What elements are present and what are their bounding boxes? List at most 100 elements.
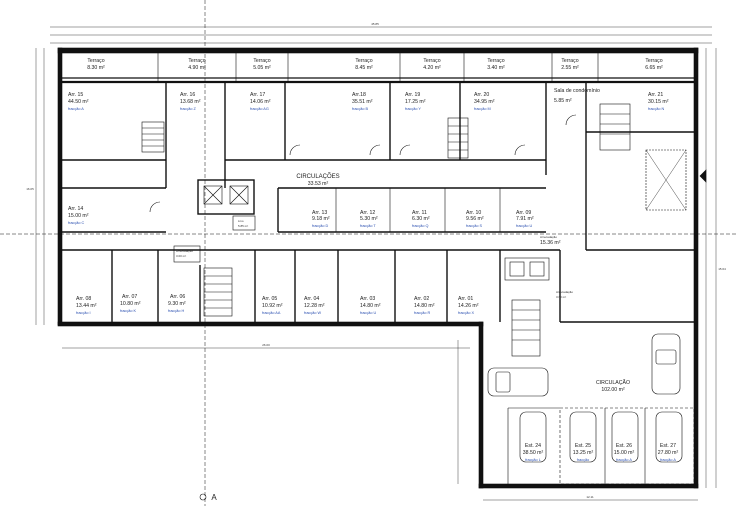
room-fraction: fracção Z [180,107,197,111]
parking-name: Est. 24 [525,443,541,449]
room-area: 30.15 m² [648,99,669,105]
small-space-label: Arrecadação [556,290,573,294]
room-name: Arr. 14 [68,206,83,212]
dimension-label: 45.85 [371,22,379,26]
room-fraction: fracção D [312,224,329,228]
room-area: 9.30 m² [168,301,186,307]
section-marker: A [211,493,217,502]
room-fraction: fracção AA [262,311,281,315]
room-area: 14.80 m² [414,303,435,309]
room-area: 44.50 m² [68,99,89,105]
terrace-area: 2.55 m² [561,65,579,71]
terrace-area: 5.05 m² [253,65,271,71]
small-space-area: 3.00 m² [176,254,186,258]
parking-area: 15.00 m² [614,450,635,456]
room-area: 5.85 m² [554,98,572,104]
parking-fraction: fracção L [525,458,541,462]
room-area: 13.44 m² [76,303,97,309]
room-fraction: fracção Y [405,107,421,111]
dimension-label: 26.00 [262,343,270,347]
terrace-area: 3.40 m² [487,65,505,71]
parking-fraction: fracção [577,458,589,462]
terrace-label: Terraço [561,58,578,64]
dimension-label: 15.64 [718,267,726,271]
room-fraction: fracção K [120,309,137,313]
room-name: Arr. 09 [516,210,531,216]
parking-area: 13.25 m² [573,450,594,456]
room-area: 12.28 m² [304,303,325,309]
room-name: Arr. 10 [466,210,481,216]
room-name: Arr. 02 [414,296,429,302]
room-fraction: fracção A [68,107,84,111]
room-name: Arr. 03 [360,296,375,302]
room-name: Arr. 20 [474,92,489,98]
room-fraction: fracção I [76,311,91,315]
room-area: 34.95 m² [474,99,495,105]
room-name: Arr. 12 [360,210,375,216]
parking-area: 38.50 m² [523,450,544,456]
terrace-area: 4.90 m² [188,65,206,71]
room-name: Arr. 15 [68,92,83,98]
terrace-label: Terraço [423,58,440,64]
room-name: Arr. 01 [458,296,473,302]
room-name: Arr. 07 [122,294,137,300]
parking-name: Est. 26 [616,443,632,449]
garage-area: 102.00 m² [601,387,625,393]
room-fraction: fracção H [168,309,185,313]
terrace-label: Terraço [355,58,372,64]
circulations-label: CIRCULAÇÕES [296,173,339,180]
terrace-label: Terraço [87,58,104,64]
garage-label: CIRCULAÇÃO [596,379,630,386]
room-fraction: fracção C [68,221,85,225]
room-fraction: fracção W [304,311,322,315]
room-area: 14.26 m² [458,303,479,309]
room-area: 13.68 m² [180,99,201,105]
room-name: Sala de condomínio [554,88,600,94]
room-name: Arr. 11 [412,210,427,216]
room-area: 17.25 m² [405,99,426,105]
terrace-area: 8.30 m² [87,65,105,71]
room-area: 5.30 m² [360,216,378,222]
room-name: Arr. 13 [312,210,327,216]
room-area: 6.30 m² [412,216,430,222]
room-name: Arr. 08 [76,296,91,302]
terrace-label: Terraço [645,58,662,64]
room-name: Arr. 04 [304,296,319,302]
room-fraction: fracção U [360,311,377,315]
room-area: 7.91 m² [516,216,534,222]
room-fraction: fracção B [352,107,369,111]
circulations-area: 33.53 m² [308,181,329,187]
room-fraction: fracção U [516,224,533,228]
small-space-area: 15.36 m² [540,240,561,246]
room-name: Arr. 21 [648,92,663,98]
small-space-label: Arrecadação [540,235,557,239]
room-name: Arr. 16 [180,92,195,98]
room-area: 14.06 m² [250,99,271,105]
room-fraction: fracção N [648,107,665,111]
parking-fraction: fracção A [616,458,632,462]
room-area: 10.80 m² [120,301,141,307]
room-name: Arr. 17 [250,92,265,98]
room-fraction: fracção T [360,224,376,228]
terrace-area: 6.65 m² [645,65,663,71]
room-area: 9.56 m² [466,216,484,222]
room-area: 14.80 m² [360,303,381,309]
small-space-label: Lixo [238,219,244,223]
small-space-area: 5.85 m² [238,224,248,228]
room-area: 10.92 m² [262,303,283,309]
small-space-label: Arrecadação [176,249,193,253]
room-name: Arr.18 [352,92,366,98]
terrace-label: Terraço [487,58,504,64]
terrace-area: 8.45 m² [355,65,373,71]
parking-area: 27.80 m² [658,450,679,456]
room-fraction: fracção R [414,311,431,315]
room-name: Arr. 05 [262,296,277,302]
room-name: Arr. 06 [170,294,185,300]
terrace-label: Terraço [188,58,205,64]
room-area: 9.18 m² [312,216,330,222]
dimension-label: 12.11 [586,495,594,499]
room-area: 35.51 m² [352,99,373,105]
room-area: 15.00 m² [68,213,89,219]
room-fraction: fracção X [458,311,475,315]
